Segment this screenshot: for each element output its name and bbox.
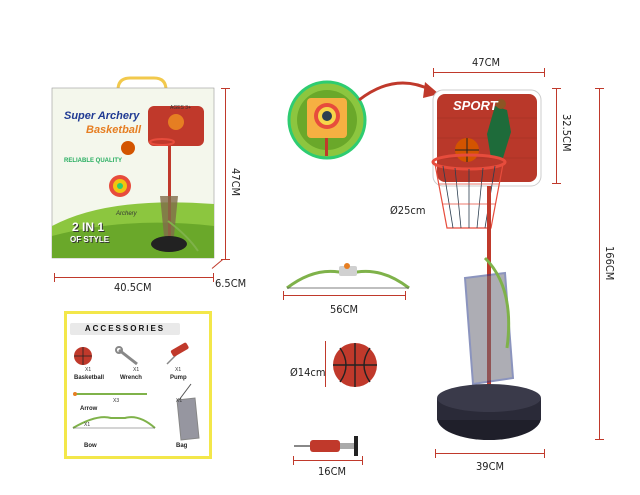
pump-graphic <box>294 436 358 456</box>
board-height-line <box>556 88 557 184</box>
board-width-tick-right <box>544 68 545 77</box>
board-width-line <box>433 72 545 73</box>
box-width-label: 40.5CM <box>114 281 152 294</box>
box-depth-label: 6.5CM <box>215 277 247 290</box>
basketball-stand <box>431 89 542 440</box>
accessory-bow-icon <box>72 416 156 429</box>
board-width-label: 47CM <box>472 56 501 69</box>
hoop-diameter-label: Ø25cm <box>390 204 426 217</box>
box-title-line2: Basketball <box>86 124 142 136</box>
basketball-graphic <box>333 343 377 387</box>
product-box: Super Archery Basketball AGES 3+ RELIABL… <box>51 76 215 266</box>
board-height-tick-top <box>552 88 561 89</box>
bow-length-label: 56CM <box>330 303 359 316</box>
board-text: SPORT <box>453 98 498 113</box>
product-box-graphic <box>51 76 215 259</box>
acc-label-bow: Bow <box>84 443 97 449</box>
acc-label-pump: Pump <box>170 375 187 381</box>
board-height-label: 32.5CM <box>560 114 573 152</box>
base-width-tick-right <box>544 449 545 458</box>
bow-graphic <box>286 263 410 290</box>
box-archery-label: Archery <box>116 211 137 217</box>
accessories-icons <box>72 342 200 441</box>
box-height-line <box>225 88 226 260</box>
box-height-tick-top <box>221 88 230 89</box>
pump-length-tick-right <box>362 456 363 465</box>
accessory-pump-icon <box>170 342 189 357</box>
total-height-line <box>599 88 600 440</box>
acc-label-bag: Bag <box>176 443 188 449</box>
board-width-tick-left <box>433 68 434 77</box>
accessories-title: ACCESSORIES <box>70 323 180 335</box>
ball-diameter-label: Ø14cm <box>290 366 326 379</box>
bow-length-tick-right <box>405 291 406 300</box>
box-width-line <box>54 277 214 278</box>
box-width-tick-left <box>54 273 55 282</box>
box-height-label: 47CM <box>229 168 242 197</box>
bow-length-tick-left <box>283 291 284 300</box>
box-title-line1: Super Archery <box>64 110 140 122</box>
target-closeup <box>287 80 367 160</box>
acc-count-arrow: X3 <box>113 398 120 404</box>
acc-count-wrench: X1 <box>133 367 140 373</box>
pump-length-line <box>293 460 363 461</box>
box-height-tick-bottom <box>221 259 230 260</box>
box-width-tick-right <box>213 273 214 282</box>
base-width-tick-left <box>435 449 436 458</box>
ball-diameter-line <box>325 341 326 387</box>
pump-length-tick-left <box>293 456 294 465</box>
total-height-tick-top <box>595 88 604 89</box>
pump-length-label: 16CM <box>318 465 347 478</box>
total-height-tick-bottom <box>595 439 604 440</box>
base-width-label: 39CM <box>476 460 505 473</box>
acc-count-bag: X1 <box>176 398 183 404</box>
box-2in1-line1: 2 IN 1 <box>72 220 105 234</box>
base-width-line <box>435 453 545 454</box>
acc-label-arrow: Arrow <box>80 406 98 412</box>
acc-count-basketball: X1 <box>85 367 92 373</box>
accessory-bag-icon <box>176 397 200 441</box>
box-quality: RELIABLE QUALITY <box>64 158 122 164</box>
acc-label-basketball: Basketball <box>74 375 105 381</box>
acc-count-pump: X1 <box>175 367 182 373</box>
box-age: AGES 3+ <box>170 105 191 111</box>
bow-length-line <box>283 295 406 296</box>
board-height-tick-bottom <box>552 183 561 184</box>
acc-label-wrench: Wrench <box>120 375 142 381</box>
acc-count-bow: X1 <box>84 422 91 428</box>
box-2in1-line2: OF STYLE <box>70 235 110 244</box>
total-height-label: 166CM <box>603 246 616 281</box>
